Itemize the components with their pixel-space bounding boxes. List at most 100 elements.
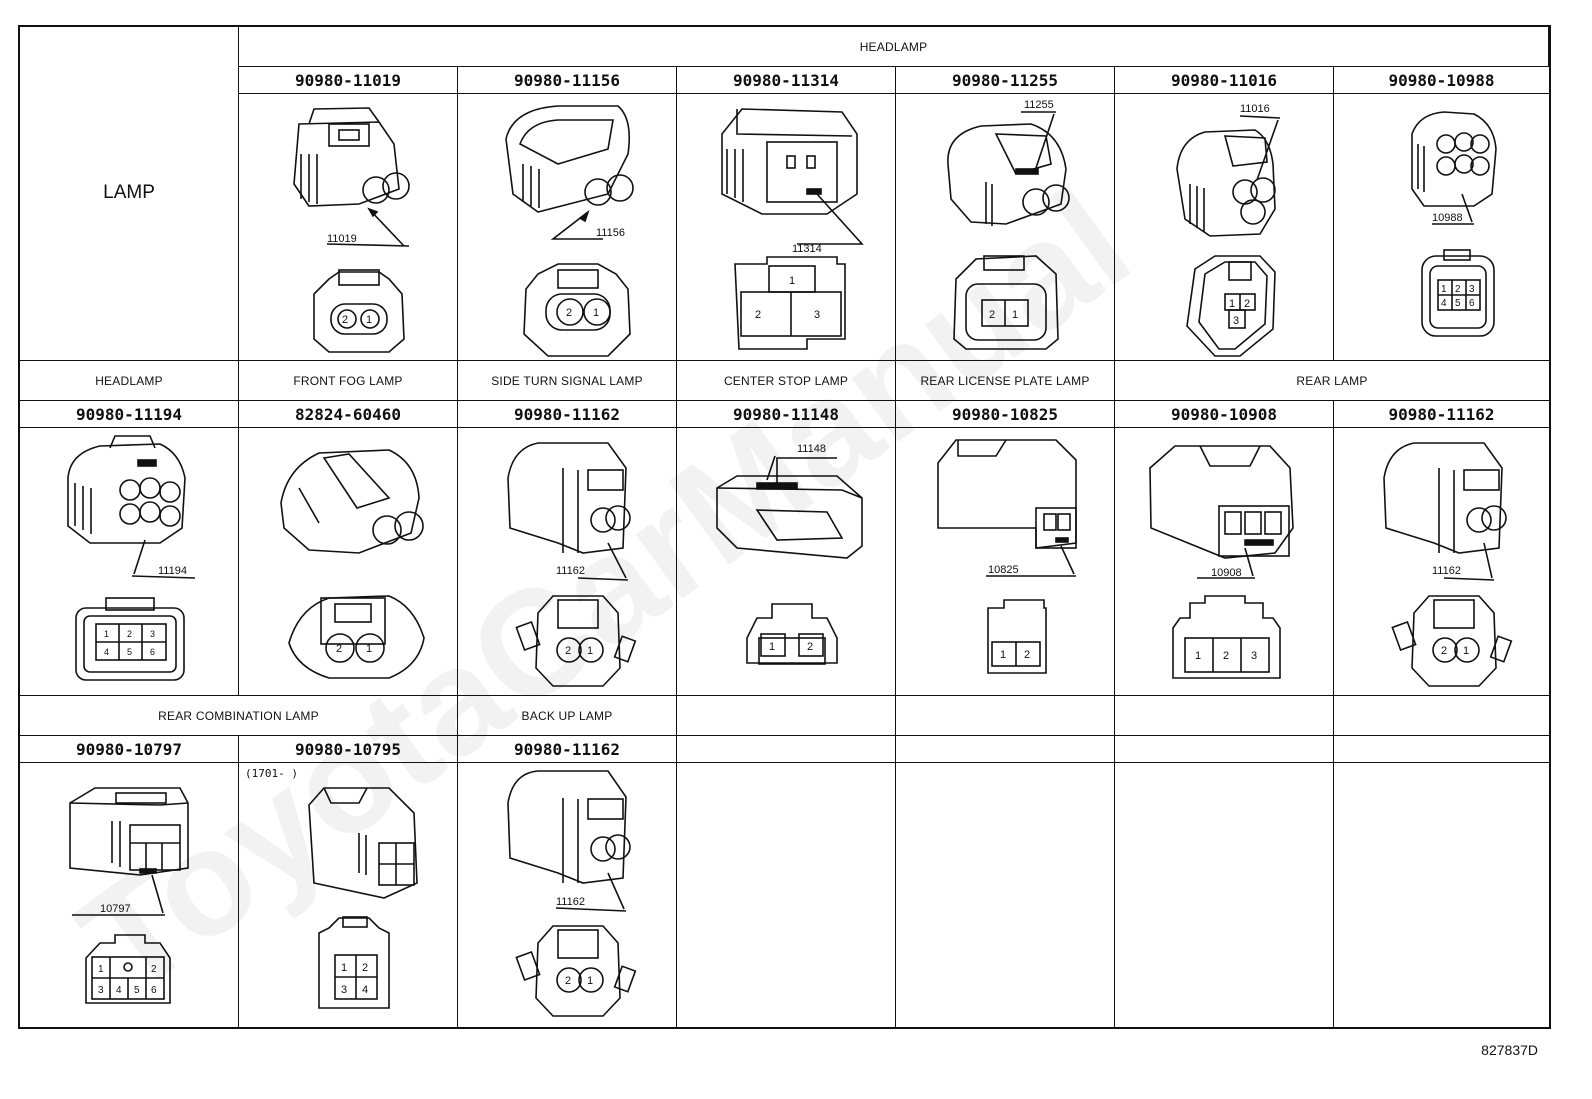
pin-number: 2 — [1441, 645, 1447, 657]
pin-number: 5 — [134, 985, 140, 996]
part-number: 90980-10908 — [1115, 401, 1334, 428]
connector-drawing: 1 2 3 4 5 6 10988 — [1334, 94, 1549, 361]
callout-label: 10908 — [1211, 567, 1242, 579]
part-number: 90980-11162 — [458, 736, 677, 763]
connector-drawing: 1 2 3 10908 — [1115, 428, 1334, 696]
terminal-face — [1186, 255, 1276, 357]
group-header: REAR LICENSE PLATE LAMP — [896, 361, 1115, 401]
pin-number: 1 — [1000, 649, 1006, 661]
connector-drawing: 1 2 3 4 5 6 11194 — [20, 428, 239, 696]
callout-label: 11156 — [596, 227, 625, 239]
terminal-face — [987, 599, 1047, 674]
connector-drawing: 1 2 10825 — [896, 428, 1115, 696]
pin-number: 1 — [789, 275, 795, 287]
part-number: 90980-11255 — [896, 67, 1115, 94]
pin-number: 2 — [336, 643, 342, 655]
empty-cell — [1115, 763, 1334, 1027]
pin-number: 1 — [366, 314, 372, 326]
terminal-face — [85, 934, 171, 1004]
pin-number: 2 — [566, 307, 572, 319]
group-header: HEADLAMP — [20, 361, 239, 401]
pin-number: 3 — [814, 309, 820, 321]
date-note: (1701- ) — [245, 767, 298, 780]
lamp-category-cell: LAMP — [20, 27, 239, 361]
terminal-face — [1421, 249, 1495, 337]
empty-cell — [677, 736, 896, 763]
pin-number: 2 — [1455, 284, 1461, 295]
pin-number: 1 — [1195, 650, 1201, 662]
pin-number: 4 — [362, 984, 368, 996]
pin-number: 3 — [1251, 650, 1257, 662]
pin-number: 2 — [989, 309, 995, 321]
part-number: 90980-11314 — [677, 67, 896, 94]
pin-number: 5 — [127, 647, 132, 657]
pin-number: 6 — [151, 985, 157, 996]
callout-label: 10825 — [988, 564, 1019, 576]
pin-number: 1 — [593, 307, 599, 319]
row-3: REAR COMBINATION LAMP BACK UP LAMP 90980… — [20, 696, 1549, 1027]
callout-label: 11148 — [797, 443, 826, 455]
drawing-code: 827837D — [1481, 1042, 1538, 1058]
connector-drawing: 1 2 3 4 5 6 10797 — [20, 763, 239, 1027]
empty-cell — [896, 763, 1115, 1027]
part-number: 90980-10795 — [239, 736, 458, 763]
terminal-face — [318, 916, 390, 1009]
connector-drawing: 2 1 11255 — [896, 94, 1115, 361]
group-header: REAR LAMP — [1115, 361, 1549, 401]
group-header: REAR COMBINATION LAMP — [20, 696, 458, 736]
terminal-face — [313, 269, 405, 353]
pin-number: 1 — [104, 629, 109, 639]
pin-number: 1 — [1229, 298, 1235, 310]
terminal-face — [1172, 595, 1281, 679]
pin-number: 1 — [98, 964, 104, 975]
row-2: HEADLAMP FRONT FOG LAMP SIDE TURN SIGNAL… — [20, 361, 1549, 696]
part-number: 82824-60460 — [239, 401, 458, 428]
group-header: FRONT FOG LAMP — [239, 361, 458, 401]
group-label: HEADLAMP — [859, 39, 928, 54]
pin-number: 1 — [1463, 645, 1469, 657]
callout-label: 11162 — [1432, 565, 1461, 577]
callout-label: 11019 — [327, 233, 357, 245]
pin-number: 1 — [769, 641, 775, 653]
terminal-face — [953, 255, 1059, 350]
terminal-face — [75, 597, 185, 681]
callout-label: 11255 — [1024, 99, 1054, 111]
pin-number: 6 — [150, 647, 155, 657]
part-number: 90980-11016 — [1115, 67, 1334, 94]
part-number: 90980-11156 — [458, 67, 677, 94]
empty-cell — [896, 696, 1115, 736]
part-number: 90980-11019 — [239, 67, 458, 94]
lamp-label: LAMP — [103, 181, 155, 203]
terminal-face — [1391, 595, 1513, 687]
empty-cell — [677, 763, 896, 1027]
terminal-face — [515, 925, 637, 1017]
callout-label: 11162 — [556, 896, 585, 908]
pin-number: 1 — [341, 962, 347, 974]
callout-label: 11016 — [1240, 103, 1270, 115]
pin-number: 2 — [565, 975, 571, 987]
pin-number: 2 — [151, 964, 157, 975]
pin-number: 1 — [1012, 309, 1018, 321]
group-header: BACK UP LAMP — [458, 696, 677, 736]
terminal-face — [746, 603, 838, 665]
terminal-face — [288, 595, 425, 679]
pin-number: 2 — [807, 641, 813, 653]
part-number: 90980-10988 — [1334, 67, 1549, 94]
part-number: 90980-11162 — [458, 401, 677, 428]
group-header-headlamp: HEADLAMP — [239, 27, 1549, 67]
connector-drawing: 2 1 11162 — [1334, 428, 1549, 696]
pin-number: 2 — [127, 629, 132, 639]
pin-number: 3 — [1233, 315, 1239, 327]
connector-drawing: 2 1 11156 — [458, 94, 677, 361]
part-number: 90980-11148 — [677, 401, 896, 428]
connector-drawing: 2 1 11162 — [458, 428, 677, 696]
group-header: CENTER STOP LAMP — [677, 361, 896, 401]
pin-number: 6 — [1469, 298, 1475, 309]
pin-number: 3 — [341, 984, 347, 996]
empty-cell — [1334, 736, 1549, 763]
pin-number: 2 — [342, 314, 348, 326]
row-1: LAMP HEADLAMP 90980-11019 90980-11156 90… — [20, 27, 1549, 361]
pin-number: 3 — [98, 985, 104, 996]
connector-drawing: 1 2 3 11016 — [1115, 94, 1334, 361]
pin-number: 3 — [150, 629, 155, 639]
